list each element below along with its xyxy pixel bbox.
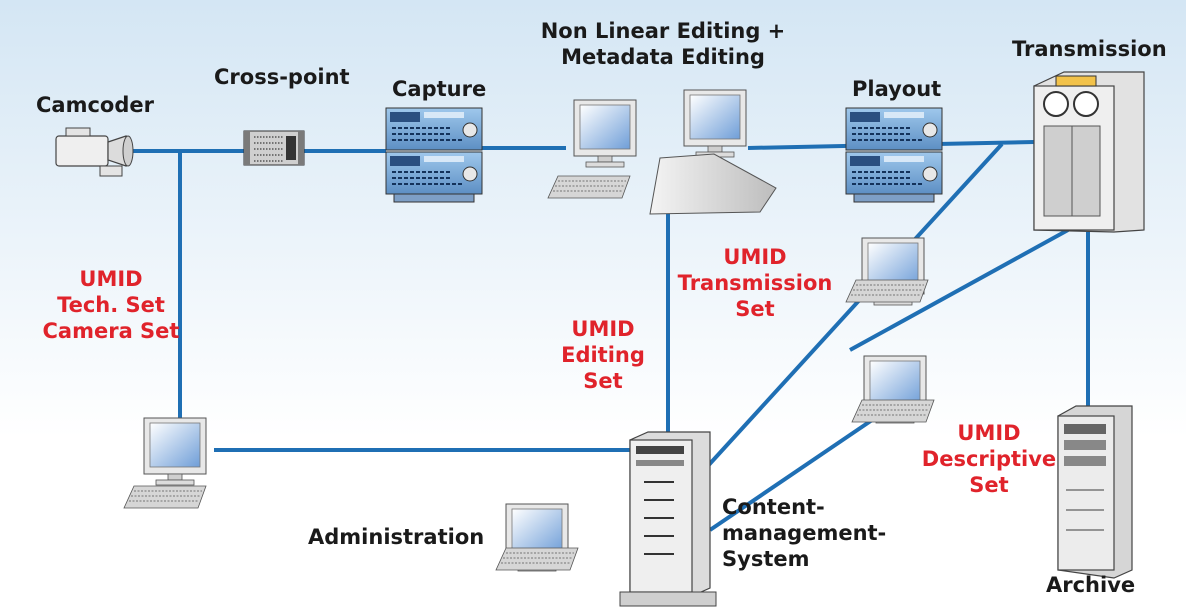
- cms-label-line1: Content-: [722, 495, 825, 519]
- crosspoint-switch-icon: [243, 130, 305, 166]
- nle-label: Non Linear Editing + Metadata Editing: [536, 18, 790, 70]
- cms-server-icon: [619, 431, 717, 607]
- nle-label-line2: Metadata Editing: [561, 45, 765, 69]
- capture-vtr-icon: [385, 107, 483, 203]
- link-transmission-ws: [849, 228, 1069, 352]
- umid-descriptive-line3: Set: [969, 473, 1009, 497]
- umid-descriptive-line1: UMID: [957, 421, 1021, 445]
- pc-icon: [495, 503, 579, 572]
- umid-transmission-set-label: UMID Transmission Set: [664, 244, 846, 322]
- workstation-icon: [547, 89, 777, 215]
- archive-server-icon: [1057, 405, 1133, 579]
- transmission-label: Transmission: [1012, 37, 1167, 61]
- network-links: [128, 140, 1090, 532]
- link-cms-descriptive: [708, 414, 880, 532]
- transmission-server-icon: [1033, 71, 1145, 233]
- cms-label-line2: management-: [722, 521, 887, 545]
- playout-label: Playout: [852, 77, 942, 101]
- nle-label-line1: Non Linear Editing +: [540, 19, 786, 43]
- umid-transmission-line1: UMID: [723, 245, 787, 269]
- pc-icon: [851, 355, 935, 424]
- camcoder-label: Camcoder: [36, 93, 154, 117]
- umid-editing-line2: Editing: [561, 343, 645, 367]
- administration-label: Administration: [308, 525, 485, 549]
- umid-tech-line1: UMID: [79, 267, 143, 291]
- cms-label-line3: System: [722, 547, 810, 571]
- umid-editing-line3: Set: [583, 369, 623, 393]
- umid-descriptive-set-label: UMID Descriptive Set: [914, 420, 1064, 498]
- umid-descriptive-line2: Descriptive: [921, 447, 1057, 471]
- cms-label: Content- management- System: [722, 494, 886, 572]
- pc-icon: [123, 417, 207, 509]
- camcorder-icon: [55, 127, 134, 177]
- umid-transmission-line3: Set: [735, 297, 775, 321]
- umid-transmission-line2: Transmission: [677, 271, 833, 295]
- umid-tech-line2: Tech. Set: [57, 293, 165, 317]
- umid-tech-set-label: UMID Tech. Set Camera Set: [30, 266, 192, 344]
- umid-tech-line3: Camera Set: [42, 319, 180, 343]
- capture-label: Capture: [392, 77, 487, 101]
- crosspoint-label: Cross-point: [214, 65, 350, 89]
- archive-label: Archive: [1046, 573, 1136, 597]
- playout-vtr-icon: [845, 107, 943, 203]
- link-cms-playout: [704, 142, 1004, 470]
- umid-editing-set-label: UMID Editing Set: [548, 316, 658, 394]
- umid-editing-line1: UMID: [571, 317, 635, 341]
- pc-icon: [845, 237, 929, 306]
